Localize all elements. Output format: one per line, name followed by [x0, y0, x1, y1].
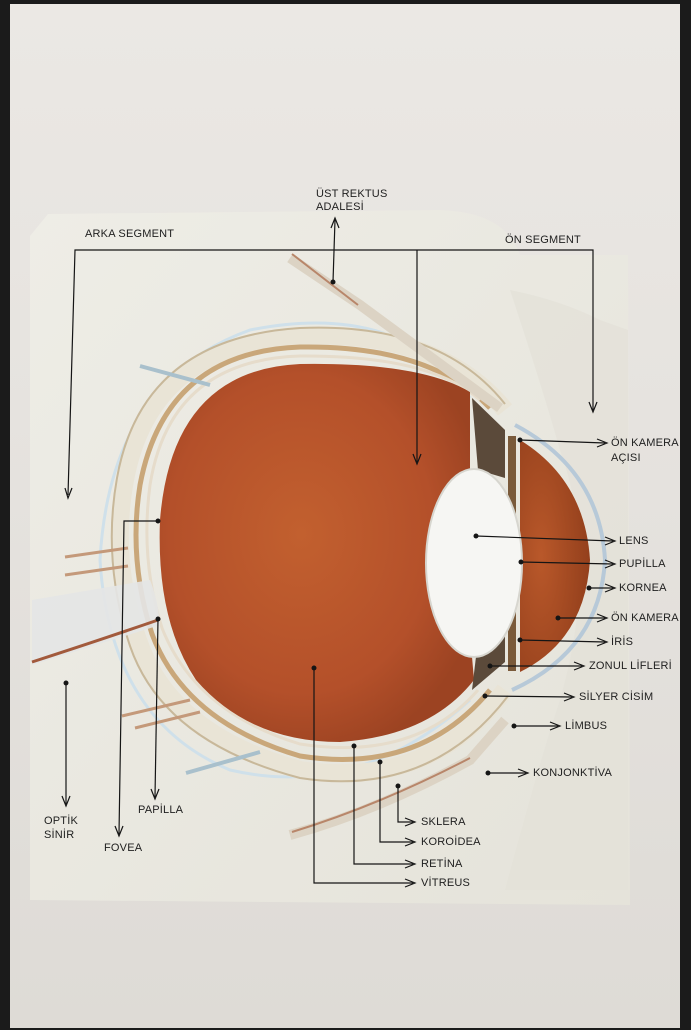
label-zonul: ZONUL LİFLERİ	[589, 660, 672, 673]
label-arka-segment: ARKA SEGMENT	[85, 228, 174, 241]
label-silyer: SİLYER CİSİM	[579, 691, 653, 704]
vitreus-dot	[312, 666, 317, 671]
label-optik-sinir-line2: SİNİR	[44, 829, 74, 842]
label-on-kamera: ÖN KAMERA	[611, 612, 679, 625]
on-kamera-acisi-dot	[518, 438, 523, 443]
silyer-dot	[483, 694, 488, 699]
label-on-kamera-acisi-line1: ÖN KAMERA	[611, 437, 679, 450]
label-pupilla: PUPİLLA	[619, 558, 666, 571]
papilla-dot	[156, 617, 161, 622]
iris-dot	[518, 638, 523, 643]
optik-sinir-dot	[64, 681, 69, 686]
sklera-dot	[396, 784, 401, 789]
label-on-kamera-acisi-line2: AÇISI	[611, 452, 641, 465]
label-sklera: SKLERA	[421, 816, 466, 829]
label-vitreus: VİTREUS	[421, 877, 470, 890]
crystalline-lens	[426, 469, 522, 657]
limbus-dot	[512, 724, 517, 729]
label-papilla: PAPİLLA	[138, 804, 183, 817]
label-limbus: LİMBUS	[565, 720, 607, 733]
label-retina: RETİNA	[421, 858, 463, 871]
label-ust-rektus-line1: ÜST REKTUS	[316, 188, 387, 201]
label-koroidea: KOROİDEA	[421, 836, 481, 849]
zonul-dot	[488, 664, 493, 669]
label-konjonktiva: KONJONKTİVA	[533, 767, 612, 780]
label-kornea: KORNEA	[619, 582, 667, 595]
label-iris: İRİS	[611, 636, 633, 649]
label-fovea: FOVEA	[104, 842, 142, 855]
label-lens: LENS	[619, 535, 649, 548]
kornea-dot	[587, 586, 592, 591]
koroidea-dot	[378, 760, 383, 765]
fovea-dot	[156, 519, 161, 524]
pupilla-dot	[519, 560, 524, 565]
ust-rektus-dot	[331, 280, 336, 285]
label-ust-rektus-line2: ADALESİ	[316, 201, 364, 214]
on-kamera-dot	[556, 616, 561, 621]
label-on-segment: ÖN SEGMENT	[505, 234, 581, 247]
konjonktiva-dot	[486, 771, 491, 776]
retina-dot	[352, 744, 357, 749]
label-optik-sinir-line1: OPTİK	[44, 815, 78, 828]
lens-dot	[474, 534, 479, 539]
